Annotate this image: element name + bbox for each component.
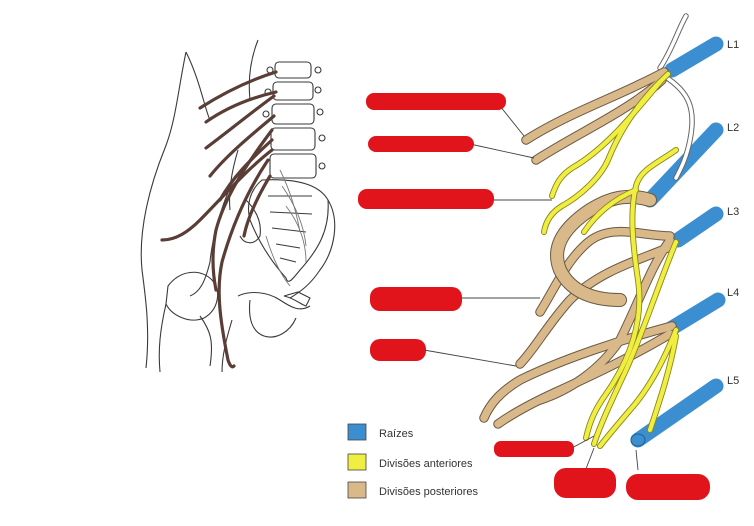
- redaction-6: [494, 441, 574, 457]
- leader-2: [470, 144, 534, 158]
- root-label-l2: L2: [727, 122, 739, 134]
- redaction-3: [358, 189, 494, 209]
- root-labels: L1 L2 L3 L4 L5: [727, 39, 739, 387]
- leader-5: [424, 350, 516, 366]
- root-l4: [672, 300, 718, 328]
- root-l3: [678, 214, 716, 240]
- body-outline: [141, 52, 186, 368]
- redaction-1: [366, 93, 506, 110]
- anatomy-sketch: [141, 40, 334, 372]
- root-label-l3: L3: [727, 206, 739, 218]
- root-l1: [672, 44, 716, 70]
- legend: Raízes Divisões anteriores Divisões post…: [348, 424, 479, 498]
- redaction-7: [554, 468, 616, 498]
- root-label-l5: L5: [727, 375, 739, 387]
- legend-swatch-roots: [348, 424, 366, 440]
- root-outlines: [631, 434, 645, 446]
- leader-6: [572, 436, 594, 448]
- hip-joint: [166, 272, 218, 320]
- redaction-8: [626, 474, 710, 500]
- root-label-l1: L1: [727, 39, 739, 51]
- legend-swatch-anterior: [348, 454, 366, 470]
- posterior-divisions: [484, 72, 672, 424]
- legend-label-roots: Raízes: [379, 428, 414, 440]
- leader-8: [636, 450, 638, 470]
- legend-swatch-posterior: [348, 482, 366, 498]
- lumbar-spine: [263, 62, 325, 178]
- redaction-2: [368, 136, 474, 152]
- legend-label-posterior: Divisões posteriores: [379, 486, 479, 498]
- legend-label-anterior: Divisões anteriores: [379, 458, 473, 470]
- root-label-l4: L4: [727, 287, 739, 299]
- redaction-4: [370, 287, 462, 311]
- redaction-5: [370, 339, 426, 361]
